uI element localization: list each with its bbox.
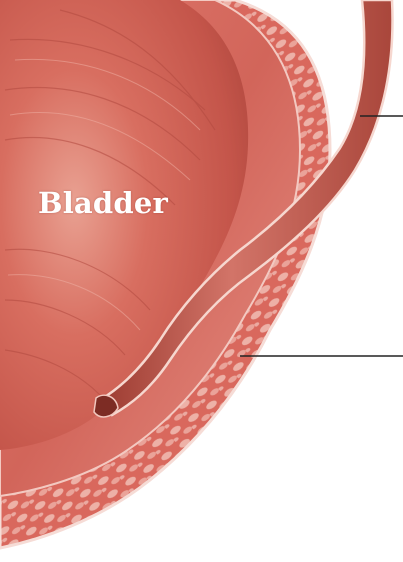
bladder-label: Bladder (38, 186, 168, 220)
